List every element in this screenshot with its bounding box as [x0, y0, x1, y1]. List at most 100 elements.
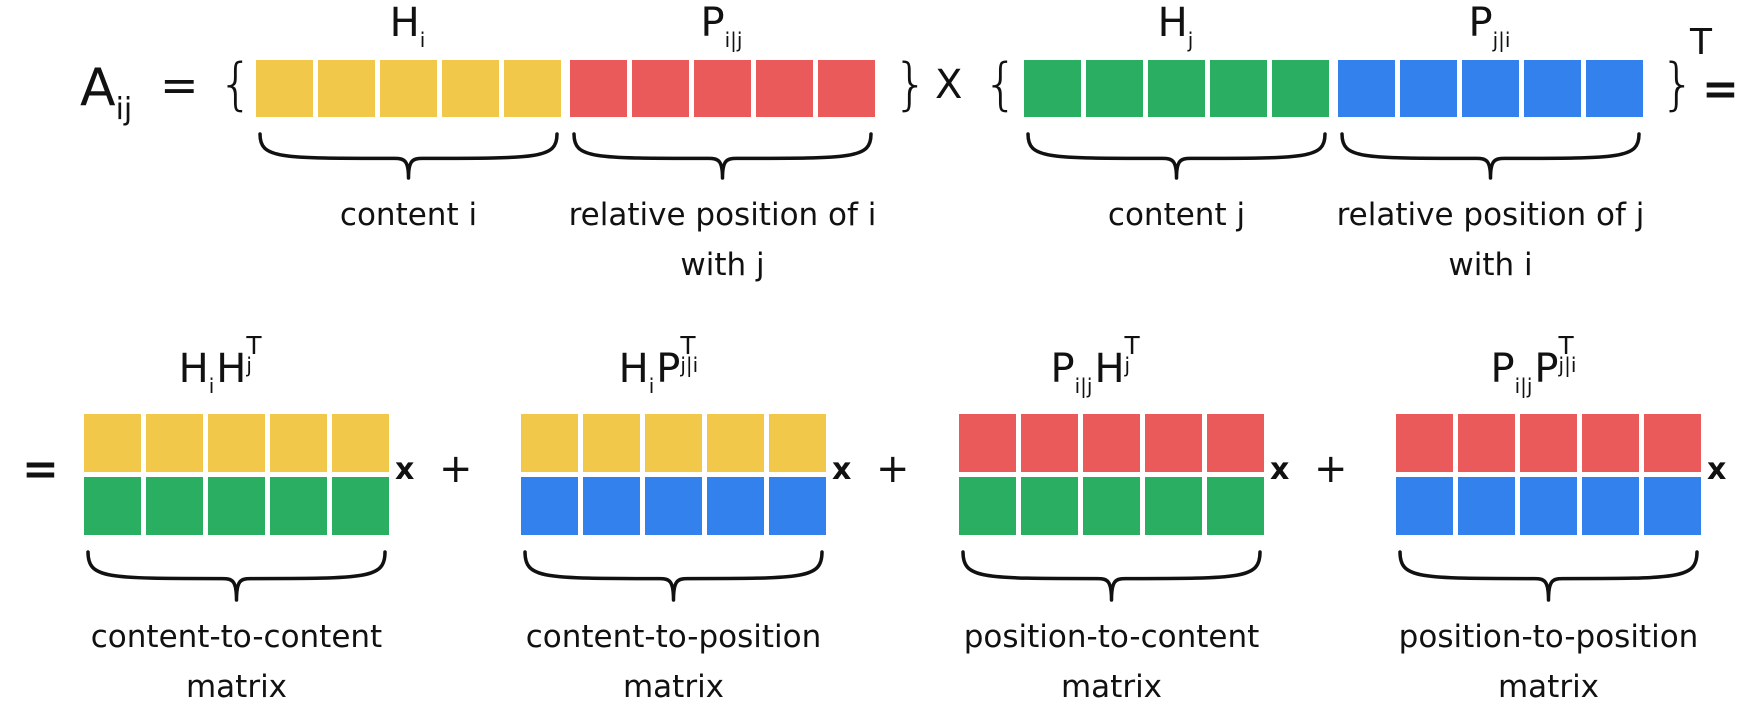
- vector-cell: [1148, 60, 1205, 117]
- matrix-cell-top: [1520, 414, 1577, 472]
- matrix-cell-bottom: [1021, 477, 1078, 535]
- vector-cell: [818, 60, 875, 117]
- underbrace-Pji-path: [1340, 132, 1641, 180]
- caption-term-4-line2: matrix: [1497, 669, 1600, 705]
- matrix-cell-top: [332, 414, 389, 472]
- close-brace-2: }: [1660, 52, 1696, 117]
- label-base: P: [656, 346, 681, 392]
- vector-cell: [570, 60, 627, 117]
- underbrace-Hj: [1026, 132, 1327, 180]
- underbrace-term-3-path: [961, 550, 1262, 602]
- transpose-mark: T: [1690, 22, 1712, 63]
- underbrace-term-2: [523, 550, 824, 602]
- label-base: H: [618, 346, 649, 392]
- vector-cell: [256, 60, 313, 117]
- matrix-cell-top: [769, 414, 826, 472]
- matrix-cell-top: [521, 414, 578, 472]
- underbrace-Hj-path: [1026, 132, 1327, 180]
- underbrace-term-3: [961, 550, 1262, 602]
- vector-label-Pij: Pi|j: [700, 0, 745, 52]
- vector-cell: [694, 60, 751, 117]
- vector-cell: [1024, 60, 1081, 117]
- plus-sign: +: [439, 446, 473, 492]
- underbrace-term-4-path: [1398, 550, 1699, 602]
- label-base: P: [1050, 346, 1075, 392]
- label-base: P: [1490, 346, 1515, 392]
- vector-label-Hi: Hi: [390, 0, 428, 52]
- transpose-superscript: T: [1558, 330, 1574, 360]
- vector-cell: [1272, 60, 1329, 117]
- underbrace-Pij: [572, 132, 873, 180]
- underbrace-Pji: [1340, 132, 1641, 180]
- matrix-cell-bottom: [521, 477, 578, 535]
- times-sign: X: [935, 62, 963, 108]
- matrix-cell-bottom: [1083, 477, 1140, 535]
- vector-label-Hj: Hj: [1157, 0, 1196, 52]
- label-base: P: [700, 0, 725, 46]
- vector-cell: [756, 60, 813, 117]
- matrix-cell-top: [208, 414, 265, 472]
- transpose-superscript: T: [246, 330, 262, 360]
- plus-sign: +: [1314, 446, 1348, 492]
- caption-Pij-line2: with j: [680, 247, 765, 283]
- label-subscript: j|i: [680, 353, 699, 377]
- matrix-cell-bottom: [707, 477, 764, 535]
- times-sign: x: [395, 452, 415, 487]
- matrix-cell-top: [84, 414, 141, 472]
- matrix-cell-top: [1145, 414, 1202, 472]
- caption-Pji: relative position of j: [1336, 197, 1645, 233]
- matrix-cell-top: [707, 414, 764, 472]
- label-base: P: [1534, 346, 1559, 392]
- caption-term-4: position-to-position: [1398, 619, 1699, 655]
- caption-term-3: position-to-content: [963, 619, 1260, 655]
- caption-Hi: content i: [339, 197, 478, 233]
- label-base: H: [1157, 0, 1188, 46]
- matrix-cell-top: [1644, 414, 1701, 472]
- plus-sign: +: [876, 446, 910, 492]
- vector-cell: [1462, 60, 1519, 117]
- matrix-cell-top: [645, 414, 702, 472]
- label-base: P: [1468, 0, 1493, 46]
- matrix-cell-bottom: [769, 477, 826, 535]
- caption-term-3-line2: matrix: [1060, 669, 1163, 705]
- matrix-cell-bottom: [1207, 477, 1264, 535]
- caption-term-1: content-to-content: [90, 619, 383, 655]
- matrix-cell-bottom: [1582, 477, 1639, 535]
- matrix-cell-bottom: [1145, 477, 1202, 535]
- open-brace-2: {: [983, 52, 1019, 117]
- vector-cell: [1210, 60, 1267, 117]
- underbrace-term-1: [86, 550, 387, 602]
- transpose-superscript: T: [680, 330, 696, 360]
- label-subscript: i: [419, 28, 426, 53]
- matrix-cell-bottom: [332, 477, 389, 535]
- label-base: H: [178, 346, 209, 392]
- label-subscript: j|i: [1492, 28, 1511, 53]
- label-base: H: [216, 346, 247, 392]
- matrix-cell-top: [1083, 414, 1140, 472]
- underbrace-Hi: [258, 132, 559, 180]
- vector-label-Pji: Pj|i: [1468, 0, 1513, 52]
- lhs-base: A: [80, 58, 116, 118]
- vector-cell: [1524, 60, 1581, 117]
- transpose-superscript: T: [1124, 330, 1140, 360]
- vector-cell: [442, 60, 499, 117]
- caption-term-2: content-to-position: [525, 619, 822, 655]
- matrix-cell-top: [583, 414, 640, 472]
- vector-cell: [380, 60, 437, 117]
- matrix-cell-top: [1396, 414, 1453, 472]
- vector-cell: [1400, 60, 1457, 117]
- label-subscript: i|j: [1074, 374, 1093, 399]
- underbrace-Hi-path: [258, 132, 559, 180]
- caption-Pij: relative position of i: [568, 197, 877, 233]
- vector-cell: [318, 60, 375, 117]
- label-subscript: i|j: [724, 28, 743, 53]
- matrix-cell-bottom: [645, 477, 702, 535]
- matrix-cell-top: [1582, 414, 1639, 472]
- matrix-cell-bottom: [1396, 477, 1453, 535]
